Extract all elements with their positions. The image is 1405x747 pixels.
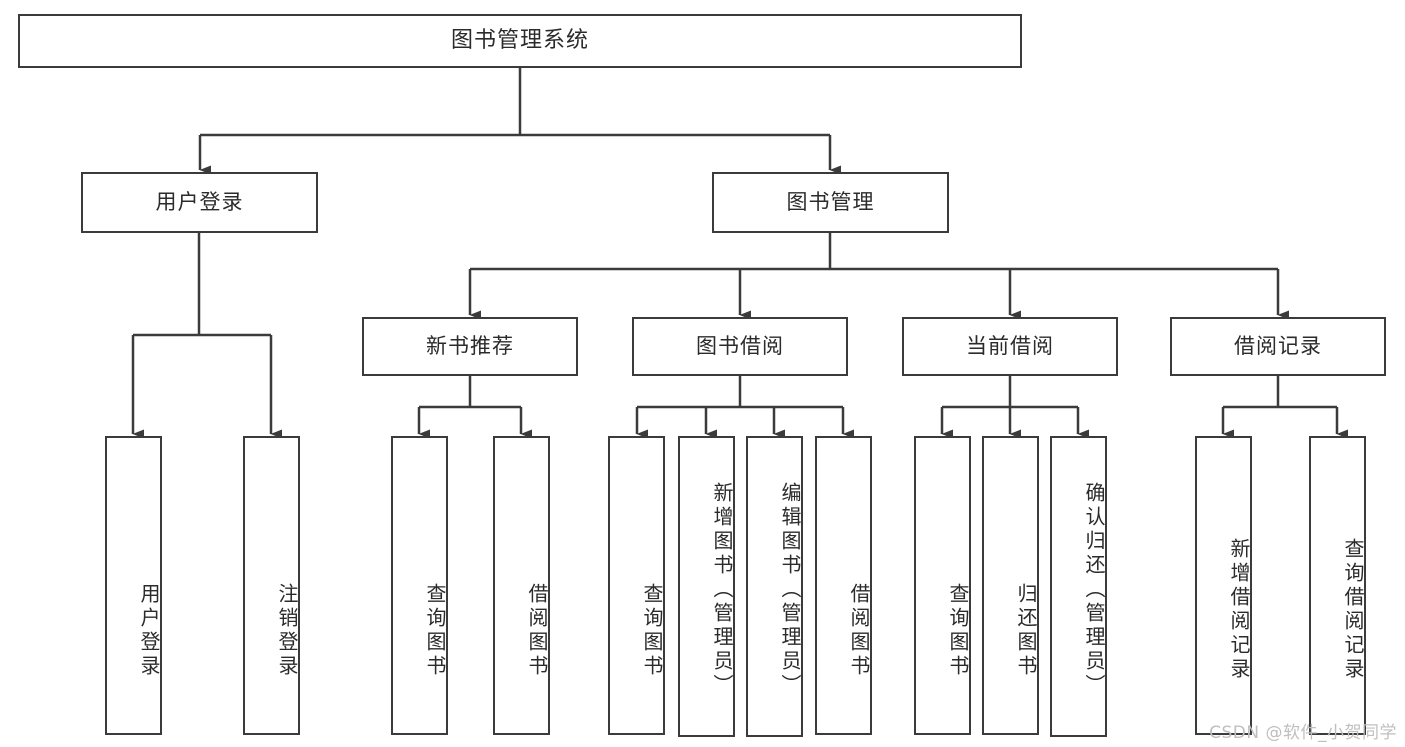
leaf-label: 查询图书 — [423, 582, 447, 679]
node-borrow-record[interactable]: 借阅记录 — [1170, 317, 1386, 376]
leaf-label: 归还图书 — [1014, 582, 1038, 679]
node-user-login[interactable]: 用户登录 — [81, 172, 318, 233]
node-book-borrow[interactable]: 图书借阅 — [632, 317, 848, 376]
node-root-system[interactable]: 图书管理系统 — [18, 14, 1022, 68]
leaf-label: 借阅图书 — [525, 582, 549, 679]
leaf-label: 查询图书 — [946, 582, 970, 679]
leaf-label: 查询图书 — [640, 582, 664, 679]
leaf-label: 用户登录 — [137, 582, 161, 679]
node-current-borrow[interactable]: 当前借阅 — [902, 317, 1118, 376]
leaf-current-return-book[interactable]: 归还图书 — [982, 436, 1039, 735]
leaf-label: 编辑图书（管理员） — [778, 481, 802, 698]
leaf-record-query-record[interactable]: 查询借阅记录 — [1309, 436, 1366, 735]
leaf-label: 借阅图书 — [847, 582, 871, 679]
leaf-user-login-logout[interactable]: 注销登录 — [243, 436, 300, 735]
leaf-label: 注销登录 — [275, 582, 299, 679]
leaf-recommend-borrow-book[interactable]: 借阅图书 — [493, 436, 550, 735]
node-book-management[interactable]: 图书管理 — [712, 172, 949, 233]
leaf-borrow-add-book-admin[interactable]: 新增图书（管理员） — [678, 436, 735, 737]
leaf-label: 确认归还（管理员） — [1082, 481, 1106, 698]
leaf-borrow-query-book[interactable]: 查询图书 — [608, 436, 665, 735]
leaf-label: 新增图书（管理员） — [710, 481, 734, 698]
leaf-user-login-login[interactable]: 用户登录 — [105, 436, 162, 735]
leaf-recommend-query-book[interactable]: 查询图书 — [391, 436, 448, 735]
leaf-borrow-borrow-book[interactable]: 借阅图书 — [815, 436, 872, 735]
leaf-record-add-record[interactable]: 新增借阅记录 — [1195, 436, 1252, 735]
node-new-book-recommend[interactable]: 新书推荐 — [362, 317, 578, 376]
leaf-label: 新增借阅记录 — [1227, 537, 1251, 682]
watermark-text: CSDN @软件_小贺同学 — [1209, 723, 1397, 743]
leaf-current-confirm-return-admin[interactable]: 确认归还（管理员） — [1050, 436, 1107, 737]
leaf-label: 查询借阅记录 — [1341, 537, 1365, 682]
leaf-borrow-edit-book-admin[interactable]: 编辑图书（管理员） — [746, 436, 803, 737]
leaf-current-query-book[interactable]: 查询图书 — [914, 436, 971, 735]
